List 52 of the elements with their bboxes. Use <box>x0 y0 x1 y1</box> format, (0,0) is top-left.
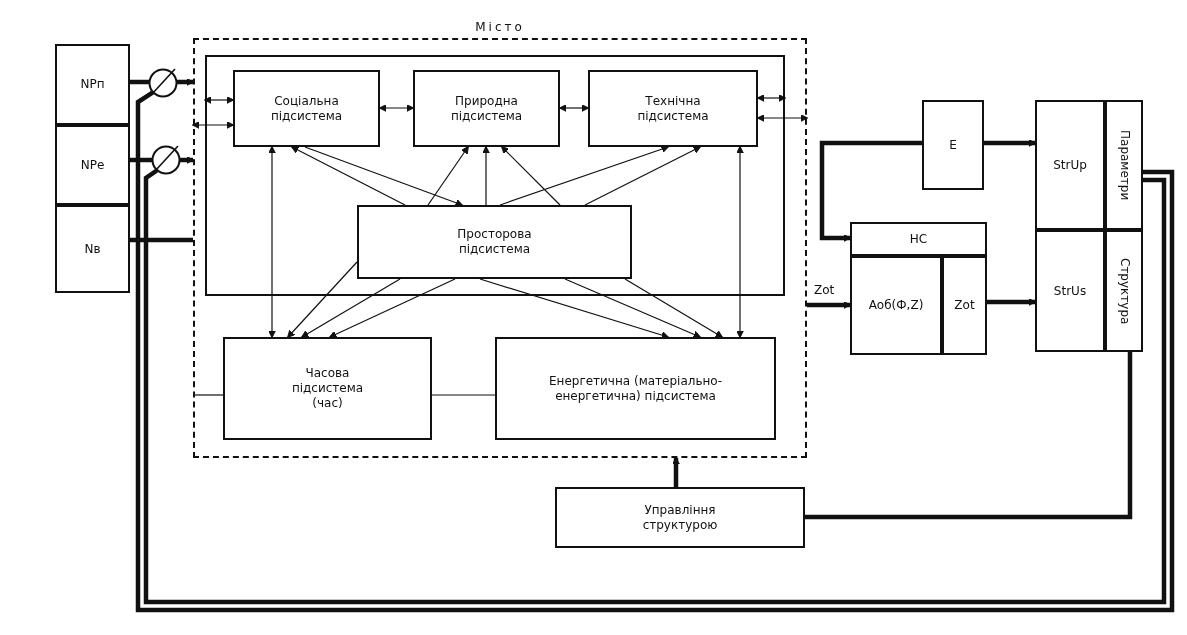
arrow <box>287 261 358 338</box>
connector-line <box>805 352 1133 520</box>
arrow <box>304 146 464 207</box>
arrow <box>564 278 702 339</box>
arrow <box>268 145 276 339</box>
block-box: Природна підсистема <box>413 70 560 147</box>
block-box: Zot <box>942 256 987 355</box>
block-box: Енергетична (матеріально-енергетична) підсистема <box>495 337 776 440</box>
block-box: Технічна підсистема <box>588 70 758 147</box>
arrow <box>499 145 670 206</box>
connector-line <box>130 237 193 243</box>
block-box: NPп <box>55 44 130 125</box>
block-box: Е <box>922 100 984 190</box>
arrow <box>624 278 723 338</box>
arrow <box>584 146 702 206</box>
block-box: StrUp <box>1035 100 1105 230</box>
arrow <box>987 298 1037 306</box>
subsystem-frame <box>205 55 785 296</box>
block-box: Управління структурою <box>555 487 805 548</box>
valve-symbol <box>148 68 178 98</box>
block-box: НС <box>850 222 987 256</box>
connector-line <box>143 168 1167 605</box>
arrow <box>328 278 456 338</box>
block-box: Аоб(Ф,Z) <box>850 256 942 355</box>
arrow <box>203 96 235 104</box>
vertical-label-box: Структура <box>1105 230 1143 352</box>
arrow <box>984 139 1037 147</box>
vertical-label-box: Параметри <box>1105 100 1143 230</box>
connector-line <box>130 79 151 85</box>
block-box: Соціальна підсистема <box>233 70 380 147</box>
arrow <box>301 278 401 338</box>
arrow <box>501 146 561 206</box>
arrow <box>819 140 922 242</box>
block-box: NPе <box>55 125 130 205</box>
arrow <box>191 121 235 129</box>
connector-line <box>431 394 496 396</box>
valve-symbol <box>151 145 181 175</box>
connector-line <box>192 394 224 396</box>
arrow <box>482 145 490 206</box>
block-box: Часова підсистема (час) <box>223 337 432 440</box>
connector-line <box>135 90 1175 613</box>
frame-title: Місто <box>474 20 526 35</box>
block-box: StrUs <box>1035 230 1105 352</box>
arrow <box>479 278 670 339</box>
arrow <box>736 145 744 339</box>
block-box: Просторова підсистема <box>357 205 632 279</box>
arrow <box>807 301 852 309</box>
arrow <box>427 146 469 206</box>
arrow <box>290 146 406 206</box>
block-box: Nв <box>55 205 130 293</box>
edge-label: Zot <box>812 283 837 297</box>
arrow <box>672 456 680 487</box>
